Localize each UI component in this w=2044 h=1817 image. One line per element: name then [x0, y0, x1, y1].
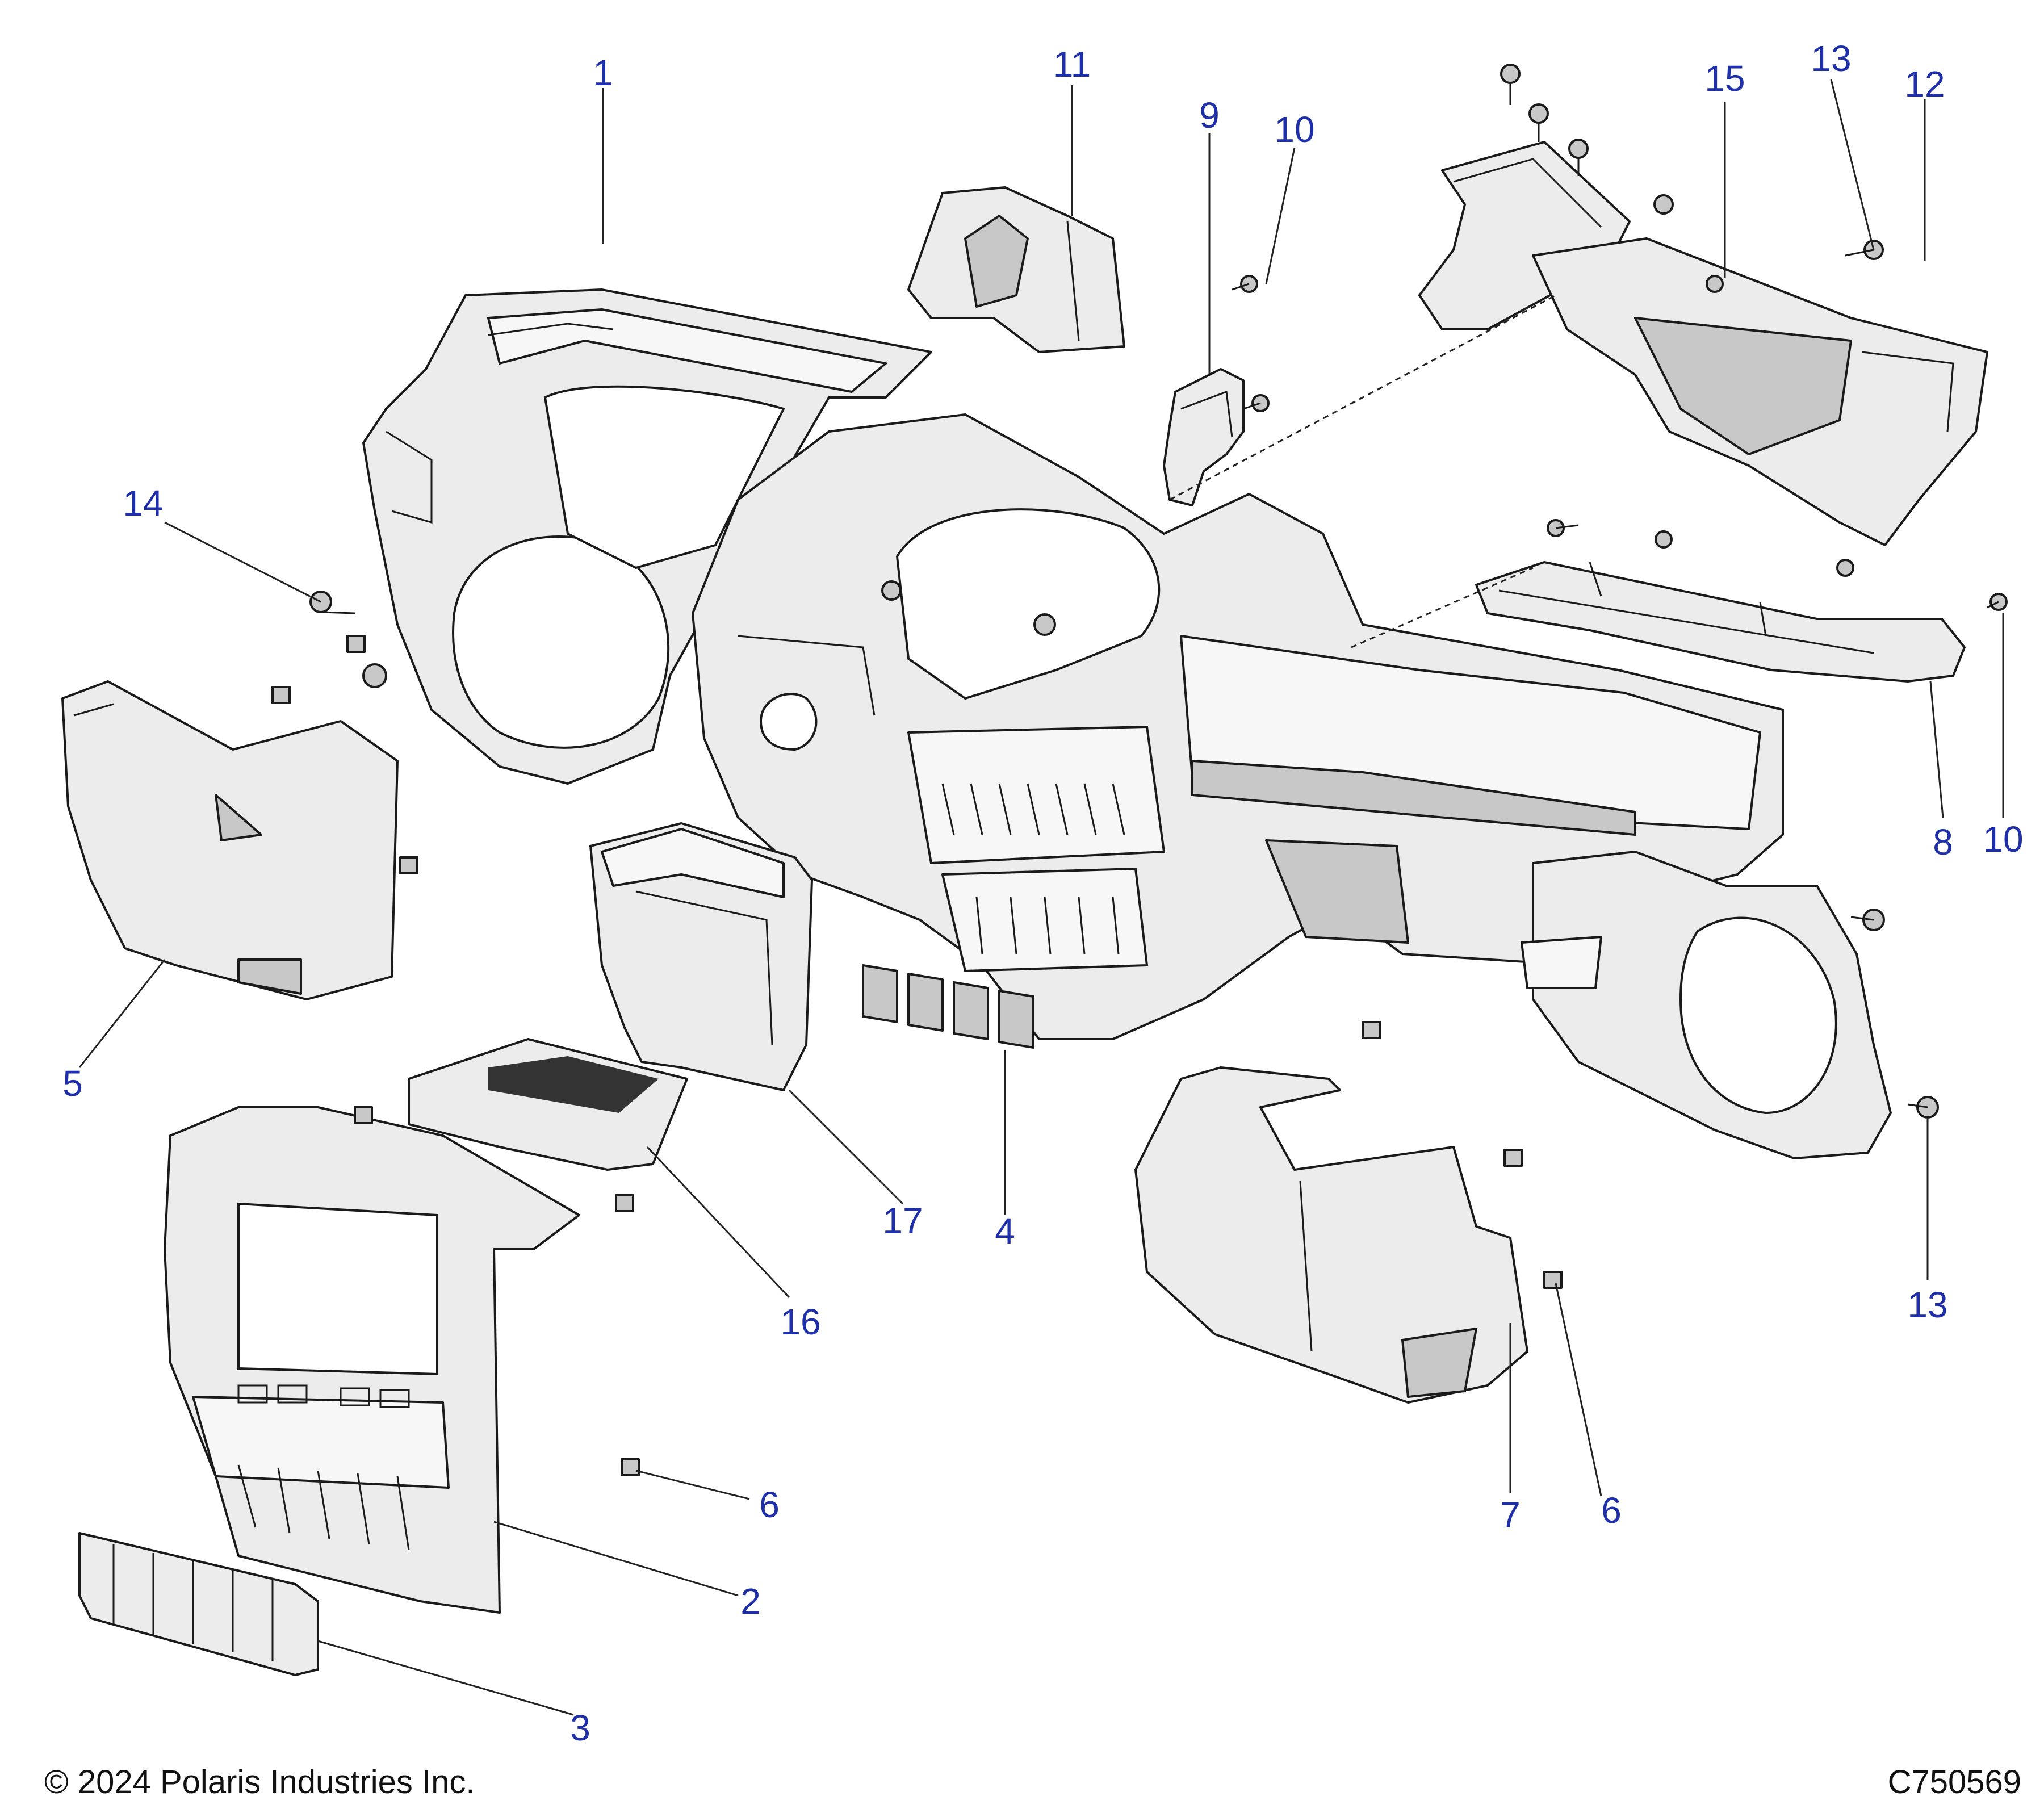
part-3-switch-blanks — [78, 1532, 319, 1676]
screw-icon — [1243, 394, 1270, 412]
clip-icon — [1503, 1149, 1523, 1167]
callout-5: 5 — [62, 1063, 83, 1104]
screw-icon — [1987, 593, 2008, 611]
screw-icon — [1907, 1096, 1939, 1119]
part-15-upper-bracket — [1418, 141, 1631, 330]
callout-13: 13 — [1811, 38, 1851, 79]
callout-6: 6 — [759, 1484, 780, 1525]
callout-9: 9 — [1199, 95, 1220, 136]
part-16-mesh-tray — [408, 1038, 688, 1171]
clip-icon — [271, 686, 291, 704]
screw-icon — [1653, 194, 1674, 215]
screw-icon — [309, 591, 355, 614]
screw-icon — [1706, 275, 1724, 293]
clip-icon — [621, 1458, 640, 1476]
callout-4: 4 — [995, 1211, 1015, 1251]
part-1-gauge-bezel — [362, 288, 932, 785]
screw-icon — [1547, 519, 1579, 537]
callout-2: 2 — [740, 1581, 761, 1622]
part-17-storage-bin — [589, 822, 813, 1091]
screw-icon — [1500, 64, 1521, 105]
screw-icon — [1655, 530, 1673, 549]
callout-3: 3 — [570, 1707, 590, 1748]
diagram-id: C750569 — [1887, 1764, 2021, 1801]
clip-icon — [362, 663, 387, 688]
callout-17: 17 — [882, 1200, 923, 1241]
alignment-line — [1169, 294, 1556, 501]
screw-icon — [1850, 909, 1885, 931]
clip-icon — [1362, 1021, 1381, 1039]
callout-14: 14 — [123, 483, 163, 524]
clip-icon — [346, 635, 366, 653]
fasteners — [271, 64, 2008, 1476]
callout-1: 1 — [593, 52, 613, 93]
part-9-bracket — [1163, 368, 1245, 506]
callout-6b: 6 — [1601, 1490, 1622, 1531]
part-5-left-knee-panel — [61, 680, 399, 1000]
main-dashboard-assembly — [692, 413, 1892, 1159]
clip-icon — [615, 1194, 634, 1212]
part-11-shroud — [907, 186, 1125, 353]
callout-13b: 13 — [1907, 1284, 1947, 1325]
part-4-pads — [862, 964, 1034, 1049]
screw-icon — [881, 580, 902, 601]
clip-icon — [399, 856, 418, 874]
screw-icon — [1528, 103, 1549, 142]
clip-icon — [1543, 1271, 1563, 1289]
copyright-text: © 2024 Polaris Industries Inc. — [44, 1764, 475, 1801]
screw-icon — [1836, 559, 1854, 577]
alignment-line — [1351, 567, 1534, 648]
clip-icon — [354, 1106, 373, 1124]
part-8-bracket-rail — [1475, 561, 1966, 683]
callout-12: 12 — [1904, 64, 1945, 104]
callout-16: 16 — [780, 1301, 820, 1342]
part-2-center-console — [164, 1106, 580, 1614]
screw-icon — [1845, 240, 1884, 260]
screw-icon — [1033, 613, 1056, 636]
callout-15: 15 — [1704, 58, 1745, 99]
part-12-tray — [1532, 237, 1988, 546]
callout-11: 11 — [1053, 44, 1091, 85]
dash-vent-grid — [907, 726, 1165, 972]
callout-8: 8 — [1933, 822, 1953, 863]
leader-lines — [78, 79, 2004, 1716]
screw-icon — [1232, 275, 1258, 293]
callout-10b: 10 — [1983, 819, 2023, 860]
callout-7: 7 — [1500, 1494, 1521, 1535]
part-7-right-knee-panel — [1134, 1066, 1528, 1404]
callout-10: 10 — [1274, 109, 1314, 150]
callout-labels: 1 11 9 10 15 13 12 14 5 8 10 13 17 4 16 … — [62, 38, 2023, 1748]
screw-icon — [1568, 139, 1589, 176]
